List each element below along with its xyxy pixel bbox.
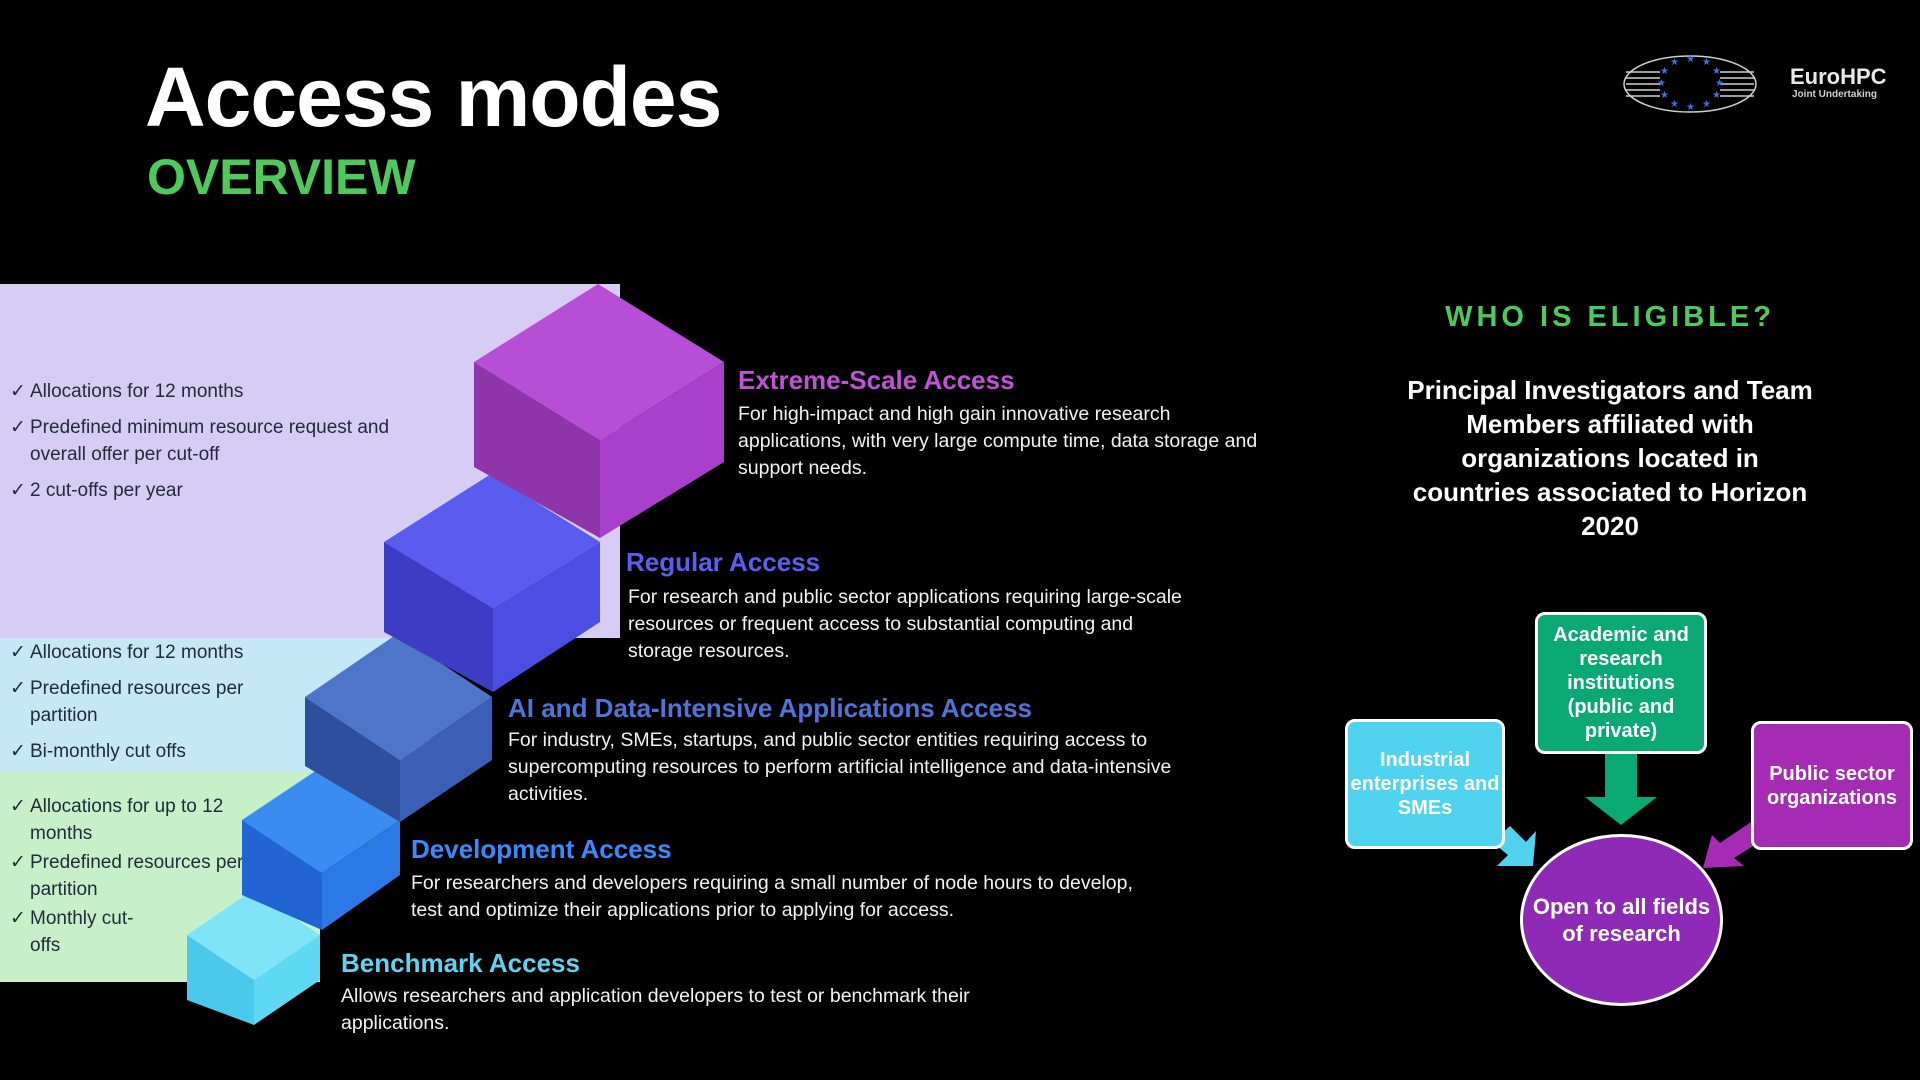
tier-desc-benchmark: Allows researchers and application devel… bbox=[341, 985, 970, 1034]
checklist-item: ✓Predefined resources per partition bbox=[10, 675, 295, 729]
check-icon: ✓ bbox=[10, 417, 26, 438]
arrow-down bbox=[1585, 754, 1657, 825]
check-icon: ✓ bbox=[10, 480, 26, 501]
svg-text:★: ★ bbox=[1657, 78, 1666, 89]
check-icon: ✓ bbox=[10, 741, 26, 762]
eligibility-text: Principal Investigators and Team Members… bbox=[1407, 375, 1813, 541]
svg-text:★: ★ bbox=[1670, 99, 1679, 110]
svg-text:★: ★ bbox=[1660, 66, 1669, 77]
check-icon: ✓ bbox=[10, 381, 26, 402]
svg-text:★: ★ bbox=[1686, 102, 1695, 113]
checklist-dev-bench: ✓Allocations for up to 12 months ✓Predef… bbox=[10, 793, 260, 968]
page-title: Access modes bbox=[145, 50, 722, 144]
cube-benchmark bbox=[187, 890, 320, 1025]
logo-tagline: Joint Undertaking bbox=[1792, 89, 1878, 100]
tier-desc-extreme: For high-impact and high gain innovative… bbox=[738, 403, 1258, 479]
tier-title-regular: Regular Access bbox=[626, 547, 821, 577]
checklist-item: ✓Monthly cut-offs bbox=[10, 905, 160, 959]
checklist-item: ✓Allocations for 12 months bbox=[10, 378, 410, 405]
svg-text:★: ★ bbox=[1702, 99, 1711, 110]
logo-name: EuroHPC bbox=[1790, 64, 1887, 89]
box-academic-institutions: Academic and research institutions (publ… bbox=[1535, 612, 1707, 754]
checklist-item: ✓Allocations for up to 12 months bbox=[10, 793, 260, 847]
cube-regular bbox=[384, 474, 600, 692]
svg-text:★: ★ bbox=[1702, 57, 1711, 68]
svg-text:★: ★ bbox=[1715, 78, 1724, 89]
tier-title-benchmark: Benchmark Access bbox=[341, 948, 580, 978]
check-icon: ✓ bbox=[10, 796, 26, 817]
check-icon: ✓ bbox=[10, 908, 26, 929]
tier-desc-regular: For research and public sector applicati… bbox=[628, 586, 1182, 662]
cube-ai bbox=[305, 634, 492, 822]
tier-title-development: Development Access bbox=[411, 834, 672, 864]
page-subtitle: OVERVIEW bbox=[147, 149, 416, 205]
checklist-item: ✓Predefined minimum resource request and… bbox=[10, 414, 410, 468]
checklist-ai: ✓Allocations for 12 months ✓Predefined r… bbox=[10, 639, 295, 774]
tier-title-ai: AI and Data-Intensive Applications Acces… bbox=[508, 693, 1032, 723]
cube-development bbox=[242, 768, 400, 930]
cube-extreme bbox=[474, 284, 724, 538]
svg-text:★: ★ bbox=[1712, 90, 1721, 101]
box-public-sector: Public sector organizations bbox=[1751, 721, 1913, 850]
eurohpc-logo: ★★★ ★★★ ★★★ ★★★ bbox=[1623, 54, 1757, 113]
tier-title-extreme: Extreme-Scale Access bbox=[738, 365, 1015, 395]
svg-text:★: ★ bbox=[1712, 66, 1721, 77]
tier-desc-ai: For industry, SMEs, startups, and public… bbox=[508, 729, 1172, 805]
svg-text:★: ★ bbox=[1686, 54, 1695, 65]
svg-text:★: ★ bbox=[1660, 90, 1669, 101]
check-icon: ✓ bbox=[10, 852, 26, 873]
checklist-item: ✓Predefined resources per partition bbox=[10, 849, 260, 903]
checklist-item: ✓Bi-monthly cut offs bbox=[10, 738, 295, 765]
center-open-to-all: Open to all fields of research bbox=[1520, 834, 1723, 1006]
checklist-item: ✓2 cut-offs per year bbox=[10, 477, 410, 504]
check-icon: ✓ bbox=[10, 678, 26, 699]
checklist-extreme-regular: ✓Allocations for 12 months ✓Predefined m… bbox=[10, 378, 410, 513]
tier-desc-development: For researchers and developers requiring… bbox=[411, 872, 1133, 921]
eligibility-heading: WHO IS ELIGIBLE? bbox=[1445, 301, 1775, 333]
checklist-item: ✓Allocations for 12 months bbox=[10, 639, 295, 666]
box-industrial-enterprises: Industrial enterprises and SMEs bbox=[1345, 719, 1505, 849]
check-icon: ✓ bbox=[10, 642, 26, 663]
svg-text:★: ★ bbox=[1670, 57, 1679, 68]
